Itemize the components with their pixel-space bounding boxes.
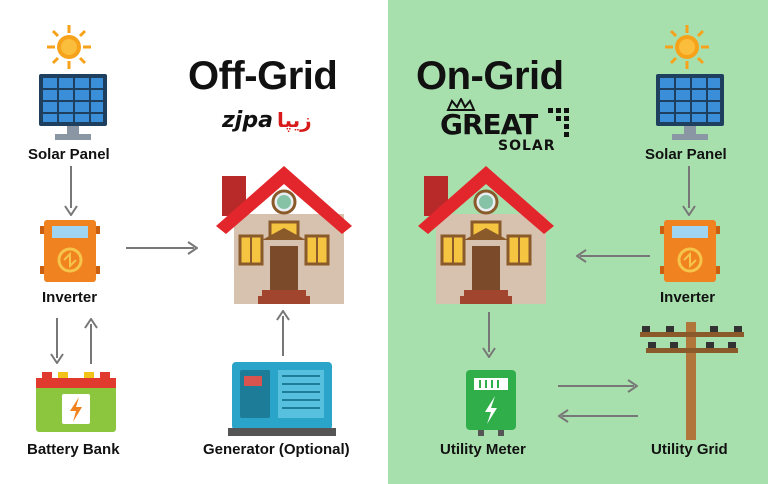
arrow-up-icon xyxy=(276,310,290,356)
arrow-down-icon xyxy=(482,312,496,358)
great-solar-logo: GREAT SOLAR xyxy=(440,98,570,156)
sun-icon xyxy=(47,25,91,69)
solar-panel-icon xyxy=(656,74,724,140)
house-icon xyxy=(216,166,352,304)
off-inverter-label: Inverter xyxy=(42,289,98,306)
zjpa-logo-rtl: زیپا xyxy=(276,108,312,132)
solar-logo-text: SOLAR xyxy=(498,138,556,154)
arrow-down-icon xyxy=(50,318,64,364)
arrow-right-icon xyxy=(558,379,638,393)
sun-icon xyxy=(665,25,709,69)
arrow-up-icon xyxy=(84,318,98,364)
battery-bank-icon xyxy=(36,372,116,432)
inverter-icon xyxy=(660,220,720,282)
on-solar-panel-label: Solar Panel xyxy=(645,146,727,163)
off-grid-title: Off-Grid xyxy=(188,54,338,98)
utility-meter-label: Utility Meter xyxy=(440,441,526,458)
zjpa-logo-text: zjpa xyxy=(222,108,273,133)
utility-pole-icon xyxy=(640,322,744,440)
off-solar-panel-label: Solar Panel xyxy=(28,146,110,163)
inverter-icon xyxy=(40,220,100,282)
arrow-down-icon xyxy=(682,166,696,216)
arrow-down-icon xyxy=(64,166,78,216)
house-icon xyxy=(418,166,554,304)
solar-panel-icon xyxy=(39,74,107,140)
generator-icon xyxy=(228,362,336,436)
on-inverter-label: Inverter xyxy=(660,289,716,306)
on-grid-title: On-Grid xyxy=(416,54,564,98)
utility-meter-icon xyxy=(466,370,516,436)
arrow-left-icon xyxy=(558,409,638,423)
arrow-right-icon xyxy=(126,241,198,255)
crown-icon xyxy=(446,98,476,111)
utility-grid-label: Utility Grid xyxy=(651,441,728,458)
logo-grid-icon xyxy=(548,108,569,137)
generator-label: Generator (Optional) xyxy=(203,441,350,458)
arrow-left-icon xyxy=(576,249,650,263)
great-logo-text: GREAT xyxy=(440,108,538,141)
battery-bank-label: Battery Bank xyxy=(27,441,120,458)
